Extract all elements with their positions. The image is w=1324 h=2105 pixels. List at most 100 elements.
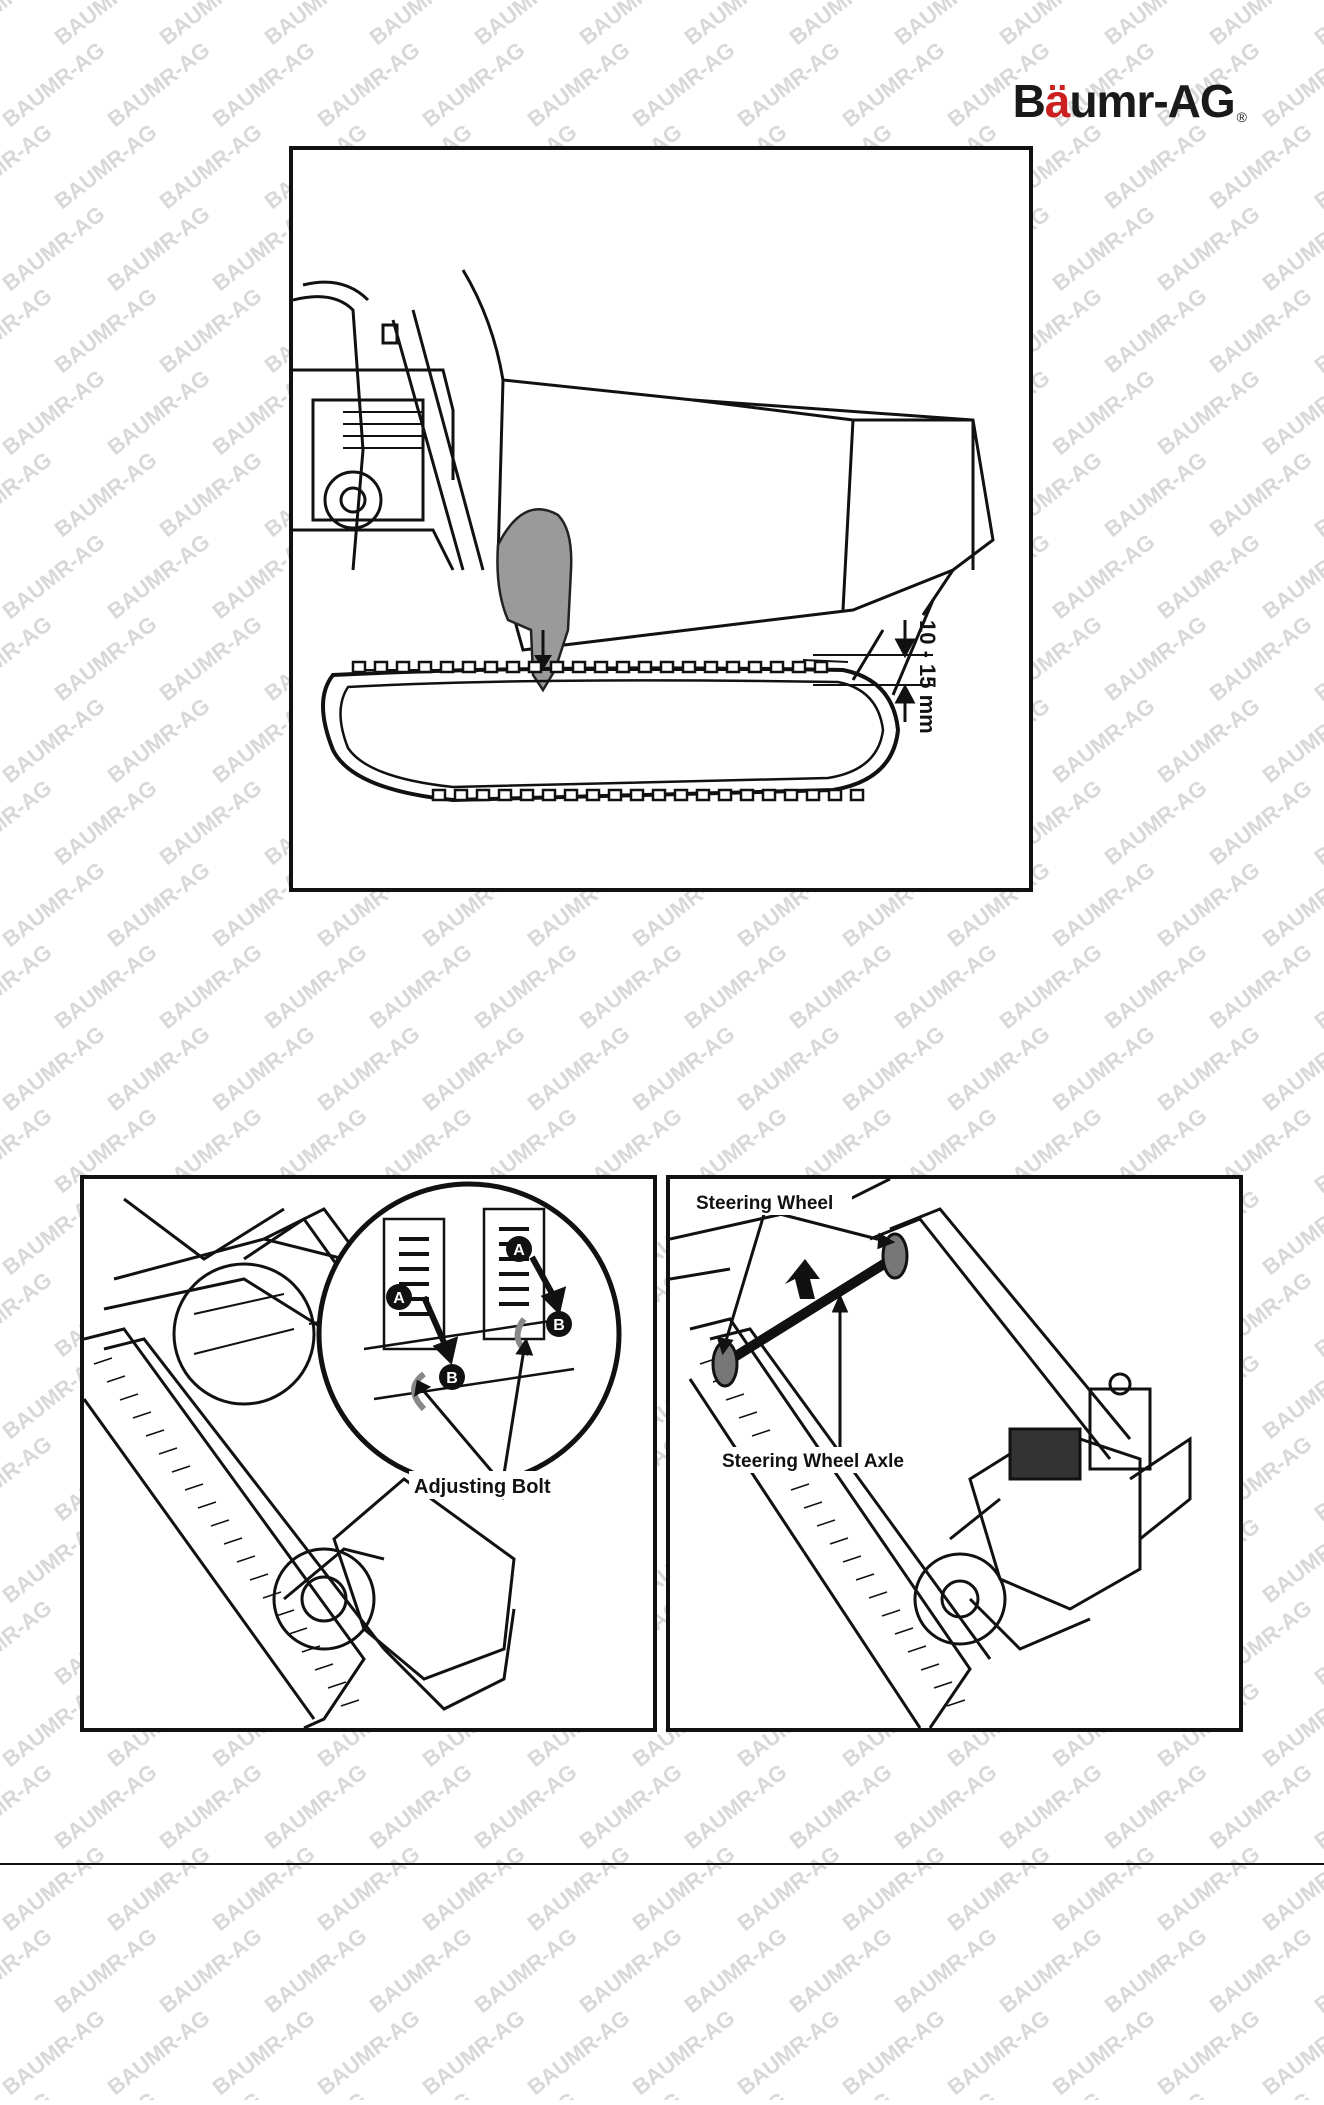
adjusting-bolt-illustration: A B A B Adjusting Bolt (84, 1181, 622, 1728)
watermark-text: BAUMR-AG (995, 0, 1107, 50)
watermark-text: BAUMR-AG (50, 775, 162, 870)
watermark-text: BAUMR-AG (575, 0, 687, 50)
watermark-text: BAUMR-AG (0, 37, 109, 132)
watermark-text: BAUMR-AG (1100, 611, 1212, 706)
watermark-text: BAUMR-AG (103, 2005, 215, 2100)
watermark-text: BAUMR-AG (1258, 1513, 1324, 1608)
track-lug (301, 1645, 321, 1653)
watermark-text: BAUMR-AG (1258, 857, 1324, 952)
watermark-text: BAUMR-AG (50, 283, 162, 378)
watermark-text: BAUMR-AG (0, 857, 109, 952)
watermark-text: BAUMR-AG (0, 1021, 4, 1116)
track-lug (585, 788, 601, 802)
watermark-text: BAUMR-AG (1100, 2087, 1212, 2100)
watermark-text: BAUMR-AG (1205, 283, 1317, 378)
watermark-text: BAUMR-AG (313, 1021, 425, 1116)
watermark-text: BAUMR-AG (365, 939, 477, 1034)
watermark-text: BAUMR-AG (1048, 1021, 1160, 1116)
track-lug (439, 660, 455, 674)
watermark-text: BAUMR-AG (0, 1923, 56, 2018)
track-lug (314, 1663, 334, 1671)
watermark-text: BAUMR-AG (628, 1841, 740, 1936)
watermark-text: BAUMR-AG (470, 939, 582, 1034)
watermark-text: BAUMR-AG (733, 1021, 845, 1116)
track-tension-illustration: 10 - 15 mm (293, 269, 995, 803)
track-lug (855, 1573, 875, 1581)
track-lug (681, 660, 697, 674)
track-lug (453, 788, 469, 802)
track-lug (351, 660, 367, 674)
watermark-text: BAUMR-AG (0, 2087, 56, 2100)
watermark-text: BAUMR-AG (1310, 611, 1324, 706)
watermark-text: BAUMR-AG (943, 1841, 1055, 1936)
track-lug (563, 788, 579, 802)
track-lug (519, 788, 535, 802)
watermark-text: BAUMR-AG (1100, 0, 1212, 50)
watermark-text: BAUMR-AG (1153, 201, 1265, 296)
watermark-text: BAUMR-AG (0, 37, 4, 132)
watermark-text: BAUMR-AG (0, 1595, 56, 1690)
watermark-text: BAUMR-AG (0, 283, 56, 378)
watermark-text: BAUMR-AG (103, 1021, 215, 1116)
track-lug (695, 788, 711, 802)
watermark-text: BAUMR-AG (0, 693, 109, 788)
watermark-text: BAUMR-AG (50, 939, 162, 1034)
track-lug (395, 660, 411, 674)
watermark-text: BAUMR-AG (523, 37, 635, 132)
watermark-text: BAUMR-AG (155, 283, 267, 378)
watermark-text: BAUMR-AG (575, 1923, 687, 2018)
watermark-text: BAUMR-AG (50, 2087, 162, 2100)
watermark-text: BAUMR-AG (575, 2087, 687, 2100)
watermark-text: BAUMR-AG (628, 2005, 740, 2100)
track-lug (881, 1609, 901, 1617)
watermark-text: BAUMR-AG (680, 1759, 792, 1854)
watermark-text: BAUMR-AG (0, 1021, 109, 1116)
watermark-text: BAUMR-AG (50, 119, 162, 214)
track-lug (158, 1447, 178, 1455)
watermark-text: BAUMR-AG (1153, 857, 1265, 952)
watermark-text: BAUMR-AG (208, 1841, 320, 1936)
track-lug (93, 1357, 113, 1365)
watermark-text: BAUMR-AG (50, 611, 162, 706)
footer-rule (0, 1863, 1324, 1865)
watermark-text: BAUMR-AG (0, 1759, 56, 1854)
track-lug (340, 1699, 360, 1707)
watermark-text: BAUMR-AG (0, 1103, 56, 1198)
track-lug (571, 660, 587, 674)
watermark-text: BAUMR-AG (1048, 2005, 1160, 2100)
track-lug (739, 788, 755, 802)
track-lug (659, 660, 675, 674)
watermark-text: BAUMR-AG (995, 939, 1107, 1034)
track-lug (475, 788, 491, 802)
marker-a-left: A (393, 1290, 405, 1307)
watermark-text: BAUMR-AG (313, 2005, 425, 2100)
watermark-text: BAUMR-AG (838, 1021, 950, 1116)
watermark-text: BAUMR-AG (1310, 1431, 1324, 1526)
watermark-text: BAUMR-AG (260, 939, 372, 1034)
track-lug (497, 788, 513, 802)
track-lug (637, 660, 653, 674)
watermark-text: BAUMR-AG (1310, 775, 1324, 870)
watermark-text: BAUMR-AG (1205, 1759, 1317, 1854)
watermark-text: BAUMR-AG (575, 1759, 687, 1854)
track-lug (769, 660, 785, 674)
watermark-text: BAUMR-AG (1048, 857, 1160, 952)
marker-b-left: B (446, 1370, 458, 1387)
track-lug (607, 788, 623, 802)
watermark-text: BAUMR-AG (0, 447, 56, 542)
marker-a-right: A (513, 1242, 525, 1259)
track-lug (703, 660, 719, 674)
watermark-text: BAUMR-AG (1310, 939, 1324, 1034)
watermark-text: BAUMR-AG (890, 1923, 1002, 2018)
watermark-text: BAUMR-AG (995, 2087, 1107, 2100)
push-arrow-icon (785, 1259, 820, 1299)
watermark-text: BAUMR-AG (523, 1841, 635, 1936)
steering-wheel-illustration: Steering Wheel Steering Wheel Axle (670, 1179, 1192, 1728)
watermark-text: BAUMR-AG (155, 939, 267, 1034)
watermark-text: BAUMR-AG (680, 0, 792, 50)
watermark-text: BAUMR-AG (1310, 119, 1324, 214)
watermark-text: BAUMR-AG (260, 1923, 372, 2018)
watermark-text: BAUMR-AG (0, 119, 56, 214)
watermark-text: BAUMR-AG (628, 1021, 740, 1116)
track-lug (132, 1411, 152, 1419)
